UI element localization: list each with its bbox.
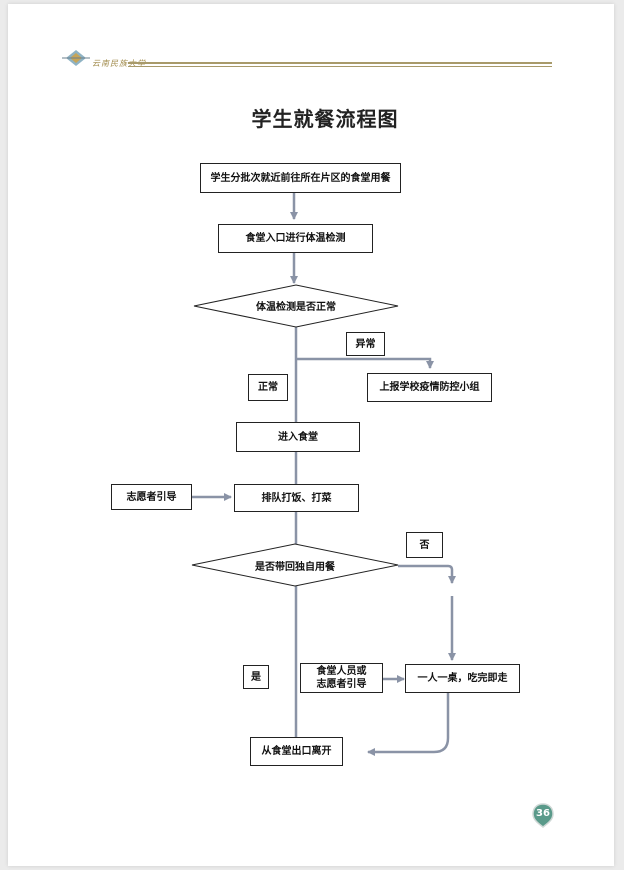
label-normal-box: 正常 (248, 374, 288, 401)
page-number-badge-icon (532, 803, 554, 828)
label-yes-box: 是 (243, 665, 269, 689)
header-rule (128, 62, 552, 68)
header-logo-text: 云南民族大学 (92, 59, 146, 68)
page-title: 学生就餐流程图 (251, 107, 399, 131)
decision-temp-label: 体温检测是否正常 (256, 302, 336, 313)
step-enter-box: 进入食堂 (236, 422, 360, 452)
decision-temp-shape (193, 284, 399, 328)
page-number: 36 (536, 808, 550, 819)
arrow-one-table-to-exit (367, 693, 450, 756)
volunteer-guide-box: 志愿者引导 (111, 484, 192, 510)
staff-guide-box: 食堂人员或 志愿者引导 (300, 663, 383, 693)
step-exit-box: 从食堂出口离开 (250, 737, 343, 766)
step-report-box: 上报学校疫情防控小组 (367, 373, 492, 402)
step-one-table-box: 一人一桌，吃完即走 (405, 664, 520, 693)
arrow-no-branch (398, 564, 456, 584)
arrow-abnormal-to-report (296, 357, 434, 369)
label-no-box: 否 (406, 532, 443, 558)
step-temp-box: 食堂入口进行体温检测 (218, 224, 373, 253)
step-queue-box: 排队打饭、打菜 (234, 484, 359, 512)
step-go-box: 学生分批次就近前往所在片区的食堂用餐 (200, 163, 401, 193)
decision-takeaway-shape (191, 543, 399, 587)
decision-takeaway-label: 是否带回独自用餐 (255, 562, 335, 573)
label-abnormal-box: 异常 (346, 332, 385, 356)
university-logo-icon (62, 50, 90, 66)
